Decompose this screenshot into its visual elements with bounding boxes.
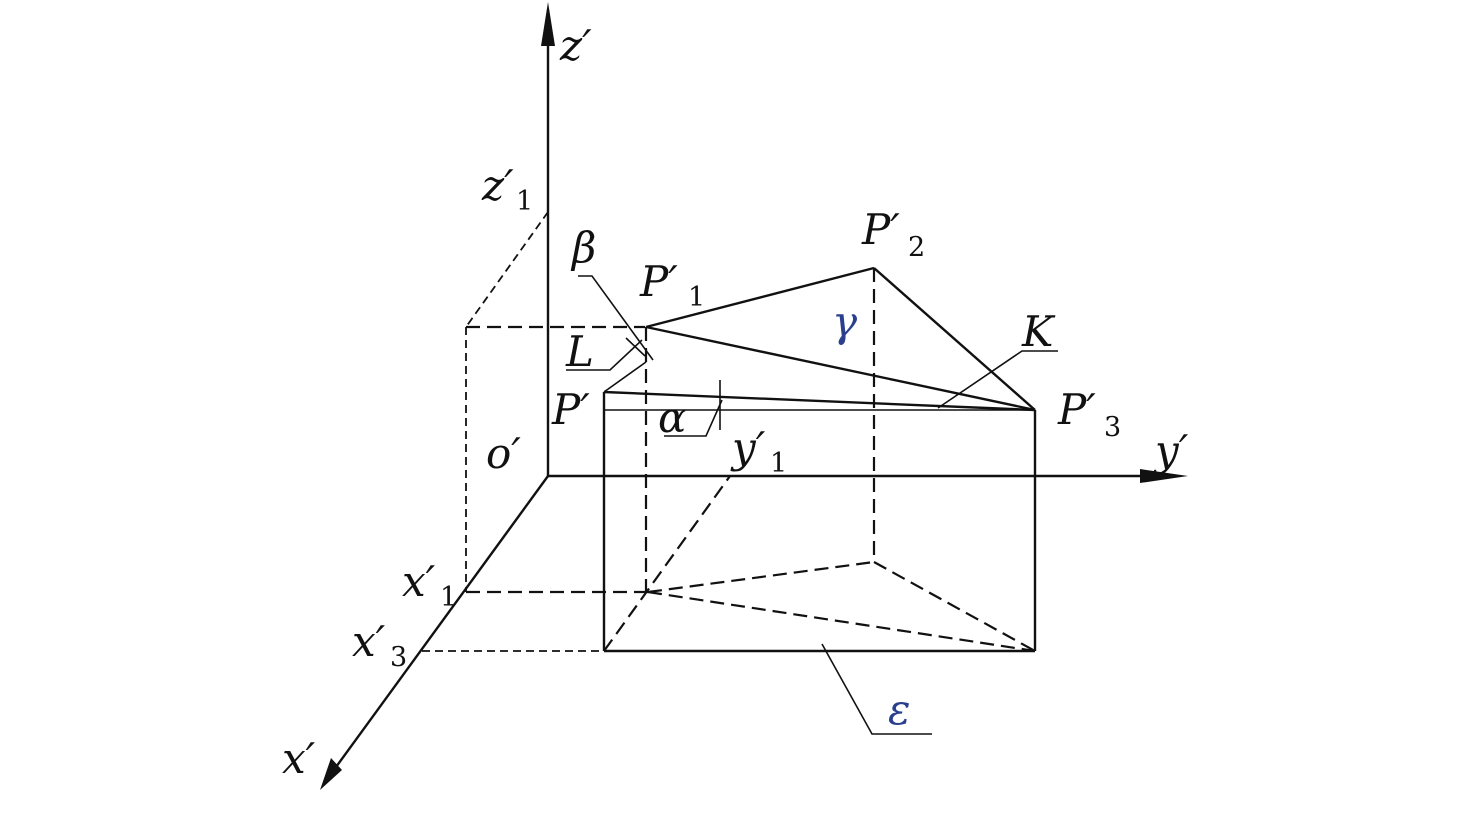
z1-label: z′ bbox=[481, 161, 514, 210]
origin-label: o′ bbox=[486, 429, 521, 478]
axes bbox=[320, 2, 1188, 790]
x3-subscript: 3 bbox=[390, 642, 407, 673]
edge-p-p1 bbox=[603, 361, 647, 393]
K-label: K bbox=[1021, 307, 1056, 356]
base-edge-p1-p2 bbox=[647, 560, 875, 594]
base-diagonal-y1 bbox=[603, 475, 731, 652]
L-label: L bbox=[565, 327, 594, 376]
solid-figure bbox=[602, 266, 1037, 653]
p3-subscript: 3 bbox=[1104, 412, 1121, 443]
x-axis-line bbox=[327, 475, 549, 779]
y-axis-label: y′ bbox=[1153, 426, 1189, 475]
x1-subscript: 1 bbox=[440, 582, 457, 613]
base-edge-p1-p3 bbox=[647, 590, 1036, 653]
alpha-label: α bbox=[658, 393, 686, 442]
x-axis-arrowhead bbox=[320, 758, 342, 790]
z1-subscript: 1 bbox=[516, 186, 533, 217]
projection-lines bbox=[422, 211, 1036, 653]
epsilon-leader bbox=[821, 643, 932, 735]
gamma-label: γ bbox=[832, 297, 858, 346]
p2-label: P′ bbox=[861, 205, 900, 254]
p2-subscript: 2 bbox=[908, 232, 925, 263]
epsilon-label: ε bbox=[888, 685, 911, 734]
x3-label: x′ bbox=[352, 617, 386, 666]
p3-label: P′ bbox=[1057, 385, 1096, 434]
L-tick bbox=[625, 337, 646, 357]
edge-p2-p3 bbox=[873, 267, 1036, 411]
base-edge-p2-p3 bbox=[873, 561, 1036, 652]
K-leader bbox=[937, 350, 1058, 409]
z1-projection-diagonal bbox=[465, 211, 549, 328]
x1-label: x′ bbox=[402, 557, 436, 606]
edge-p1-p2 bbox=[645, 266, 875, 329]
beta-label: β bbox=[570, 223, 596, 272]
y-axis-arrowhead bbox=[1140, 469, 1188, 483]
L-leader bbox=[566, 339, 643, 371]
x-axis-label: x′ bbox=[282, 734, 316, 783]
y1-label: y′ bbox=[730, 423, 766, 472]
labels: z′ y′ x′ o′ z′ 1 x′ 1 x′ 3 y′ 1 P′ P′ 1 … bbox=[282, 21, 1189, 783]
p-label: P′ bbox=[551, 385, 590, 434]
p1-label: P′ bbox=[639, 257, 678, 306]
beta-leader bbox=[578, 275, 654, 361]
y1-subscript: 1 bbox=[770, 448, 787, 479]
z-axis-arrowhead bbox=[541, 2, 555, 46]
leader-lines bbox=[566, 275, 1058, 735]
alpha-leader bbox=[664, 399, 723, 437]
edge-p-p3 bbox=[603, 390, 1036, 412]
z-axis-label: z′ bbox=[559, 21, 592, 70]
edge-p1-p3 bbox=[645, 325, 1036, 412]
p1-subscript: 1 bbox=[688, 282, 705, 313]
